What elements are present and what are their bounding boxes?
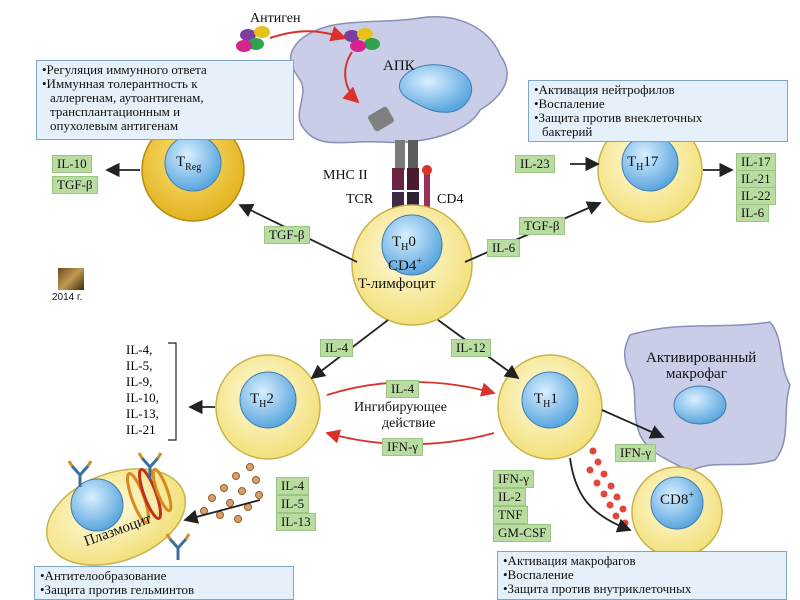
thumbnail-image xyxy=(58,268,84,290)
th2-cytokine-list: IL-4, IL-5, IL-9, IL-10, IL-13, IL-21 xyxy=(126,342,159,438)
arrow-th2-to-plasma xyxy=(183,499,261,524)
list-item: IL-10, xyxy=(126,390,159,405)
note-line: •Защита против внеклеточных xyxy=(534,110,703,125)
macrophage-label-1: Активированный xyxy=(646,350,757,366)
tag-th17-il22: IL-22 xyxy=(736,187,776,205)
treg-cell-label: TReg xyxy=(176,154,202,173)
th0-cd4-label: CD4+ xyxy=(388,256,422,274)
tcr-label: TCR xyxy=(346,192,374,207)
th2-list-bracket xyxy=(168,342,177,441)
apc-label: АПК xyxy=(383,58,415,74)
tag-il4-left: IL-4 xyxy=(320,339,354,357)
th2-granules xyxy=(200,463,263,523)
tag-th1-il2: IL-2 xyxy=(493,488,527,506)
cd8-nucleus xyxy=(650,476,704,530)
note-line: опухолевым антигенам xyxy=(50,118,179,133)
note-line: аллергенам, аутоантигенам, xyxy=(50,90,204,105)
note-line: •Регуляция иммунного ответа xyxy=(42,62,207,77)
list-item: IL-13, xyxy=(126,406,159,421)
tag-treg-tgfb: TGF-β xyxy=(52,176,98,194)
note-line: •Активация макрофагов xyxy=(503,553,636,568)
note-line: •Защита против внутриклеточных xyxy=(503,581,692,596)
tag-il12: IL-12 xyxy=(451,339,491,357)
note-line: трансплантационным и xyxy=(50,104,181,119)
tag-th17-il6: IL-6 xyxy=(736,204,770,222)
tag-th2-il5: IL-5 xyxy=(276,495,310,513)
tag-th17-il17: IL-17 xyxy=(736,153,776,171)
list-item: IL-9, xyxy=(126,374,153,389)
plasma-cell xyxy=(45,467,187,566)
note-line: •Защита против гельминтов xyxy=(40,582,195,597)
tag-th1-gmcsf: GM-CSF xyxy=(493,524,552,542)
macrophage-label-2: макрофаг xyxy=(666,366,727,382)
antigen-processing-arrow xyxy=(342,51,360,104)
note-line: •Антителообразование xyxy=(40,568,167,583)
note-line: •Активация нейтрофилов xyxy=(534,82,675,97)
tag-th2-il13: IL-13 xyxy=(276,513,316,531)
th2-function-note: •Антителообразование •Защита против гель… xyxy=(34,566,294,600)
apc-nucleus xyxy=(398,64,473,113)
cd4-label: CD4 xyxy=(437,192,464,207)
tag-th1-tnf: TNF xyxy=(493,506,528,524)
tag-ifng-inhibit: IFN-γ xyxy=(382,438,424,456)
year-label: 2014 г. xyxy=(52,292,83,303)
th2-cell-label: TH2 xyxy=(250,391,274,410)
th1-nucleus xyxy=(521,371,579,429)
tag-th2-il4: IL-4 xyxy=(276,477,310,495)
treg-function-note: •Регуляция иммунного ответа •Иммунная то… xyxy=(36,60,294,140)
th0-type-label: T-лимфоцит xyxy=(358,276,436,292)
tag-treg-il10: IL-10 xyxy=(52,155,92,173)
note-line: •Иммунная толерантность к xyxy=(42,76,198,91)
apc-cell xyxy=(289,16,508,144)
arrow-th1-to-macrophage xyxy=(601,409,665,439)
tag-il4-inhibit: IL-4 xyxy=(386,380,420,398)
th1-cell-label: TH1 xyxy=(534,391,558,410)
inhibit-label-1: Ингибирующее xyxy=(354,400,447,415)
th0-cell-label: TH0 xyxy=(392,234,416,253)
tag-th1-ifng: IFN-γ xyxy=(493,470,535,488)
inhibit-label-2: действие xyxy=(382,416,436,431)
tag-ifng-macrophage: IFN-γ xyxy=(615,444,657,462)
th1-granules xyxy=(586,447,629,527)
note-line: •Воспаление xyxy=(503,567,574,582)
list-item: IL-4, xyxy=(126,342,153,357)
cd8-cell-label: CD8+ xyxy=(660,490,694,508)
antigen-uptake-arrow xyxy=(269,26,347,42)
list-item: IL-5, xyxy=(126,358,153,373)
list-item: IL-21 xyxy=(126,422,156,437)
macrophage-nucleus xyxy=(673,385,727,425)
th17-function-note: •Активация нейтрофилов •Воспаление •Защи… xyxy=(528,80,788,142)
note-line: •Воспаление xyxy=(534,96,605,111)
tag-th17-il21: IL-21 xyxy=(736,170,776,188)
note-line: бактерий xyxy=(542,124,593,139)
tag-il23: IL-23 xyxy=(515,155,555,173)
antigen-internalized-icon xyxy=(344,28,380,52)
arrow-th1-to-cd8 xyxy=(569,457,632,533)
mhc-label: MHC II xyxy=(323,168,368,183)
th2-nucleus xyxy=(239,371,297,429)
tag-tgfb-right: TGF-β xyxy=(519,217,565,235)
tag-il6: IL-6 xyxy=(487,239,521,257)
antigen-icon xyxy=(236,26,270,52)
th0-nucleus xyxy=(381,214,443,276)
antigen-label: Антиген xyxy=(250,11,301,26)
tag-tgfb-in: TGF-β xyxy=(264,226,310,244)
th1-function-note: •Активация макрофагов •Воспаление •Защит… xyxy=(497,551,787,600)
th17-cell-label: TH17 xyxy=(627,154,659,173)
